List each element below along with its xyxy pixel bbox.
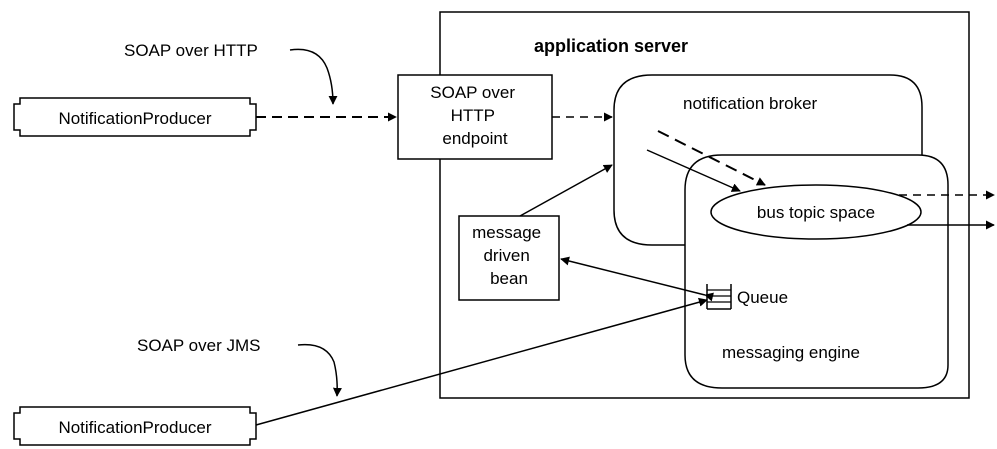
queue-to-mdb-arrow (560, 256, 714, 302)
bus-topic-space-label: bus topic space (757, 203, 875, 222)
soap-over-jms-label: SOAP over JMS (137, 336, 260, 355)
message-driven-bean-label: message driven bean (472, 223, 546, 288)
mdb-to-broker-arrow (519, 164, 613, 217)
notification-broker-shape (652, 74, 923, 155)
messaging-engine-label: messaging engine (722, 343, 860, 362)
message-driven-bean-box (458, 215, 560, 301)
jms-producer-to-queue-arrow (255, 297, 708, 426)
application-server-title: application server (534, 36, 688, 56)
broker-to-topic-dashed-arrow (657, 130, 766, 186)
application-server-box (439, 11, 970, 399)
broker-to-topic-arrow (646, 149, 741, 192)
bus-topic-space (710, 184, 922, 240)
notification-producer-jms: NotificationProducer (13, 406, 257, 446)
notification-producer-http: NotificationProducer (13, 97, 257, 137)
soap-over-http-callout (289, 48, 338, 105)
soap-over-jms-callout (297, 343, 342, 397)
http-endpoint-label: SOAP over HTTP endpoint (430, 83, 519, 148)
queue-label: Queue (737, 288, 788, 307)
svg-text:NotificationProducer: NotificationProducer (58, 418, 211, 437)
notification-broker-label: notification broker (683, 94, 818, 113)
soap-over-http-label: SOAP over HTTP (124, 41, 258, 60)
svg-text:NotificationProducer: NotificationProducer (58, 109, 211, 128)
http-endpoint-box (397, 74, 553, 160)
